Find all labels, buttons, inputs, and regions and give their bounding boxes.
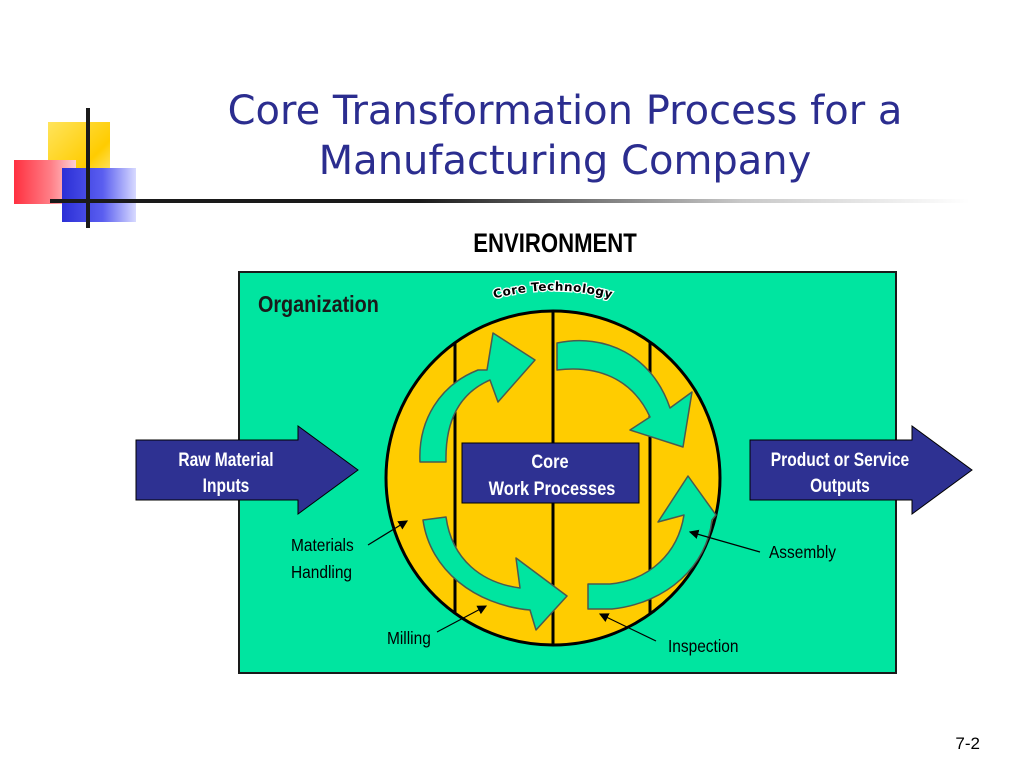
input-arrow-line1: Raw Material [178,449,273,471]
cycle-arrows [419,332,717,631]
process-labels: Materials Handling Milling Inspection As… [291,535,837,656]
decorative-vertical-line [86,108,90,228]
environment-label: ENVIRONMENT [473,228,637,258]
input-arrow-line2: Inputs [203,475,250,497]
milling-pointer [436,605,488,633]
decorative-blue-square [62,168,136,222]
raw-material-inputs-arrow [135,425,359,515]
output-arrow-line1: Product or Service [771,449,910,471]
title-divider [50,199,970,203]
assembly-label: Assembly [769,542,837,562]
slide-title-line1: Core Transformation Process for a [227,88,903,134]
slide-title-line2: Manufacturing Company [318,138,812,184]
slide-title: Core Transformation Process for a Manufa… [185,86,945,186]
core-work-processes-box [461,442,640,504]
output-arrow-line2: Outputs [810,475,870,497]
cycle-arrow-top-right [556,339,693,448]
assembly-pointer [688,529,761,553]
cycle-arrow-top-left [419,332,536,463]
materials-handling-pointer [367,520,409,546]
milling-label: Milling [387,628,431,648]
slide-number: 7-2 [955,734,980,753]
organization-label: Organization [258,292,379,318]
materials-handling-label-line1: Materials [291,535,354,555]
inspection-pointer [598,613,657,642]
materials-handling-label-line2: Handling [291,562,352,582]
core-box-line1: Core [531,451,568,472]
core-box-line2: Work Processes [489,478,616,499]
cycle-arrow-bottom-right [587,475,717,610]
product-service-outputs-arrow [749,425,973,515]
cycle-arrow-bottom-left [422,516,568,631]
inspection-label: Inspection [668,636,738,656]
pointer-lines [367,520,761,642]
